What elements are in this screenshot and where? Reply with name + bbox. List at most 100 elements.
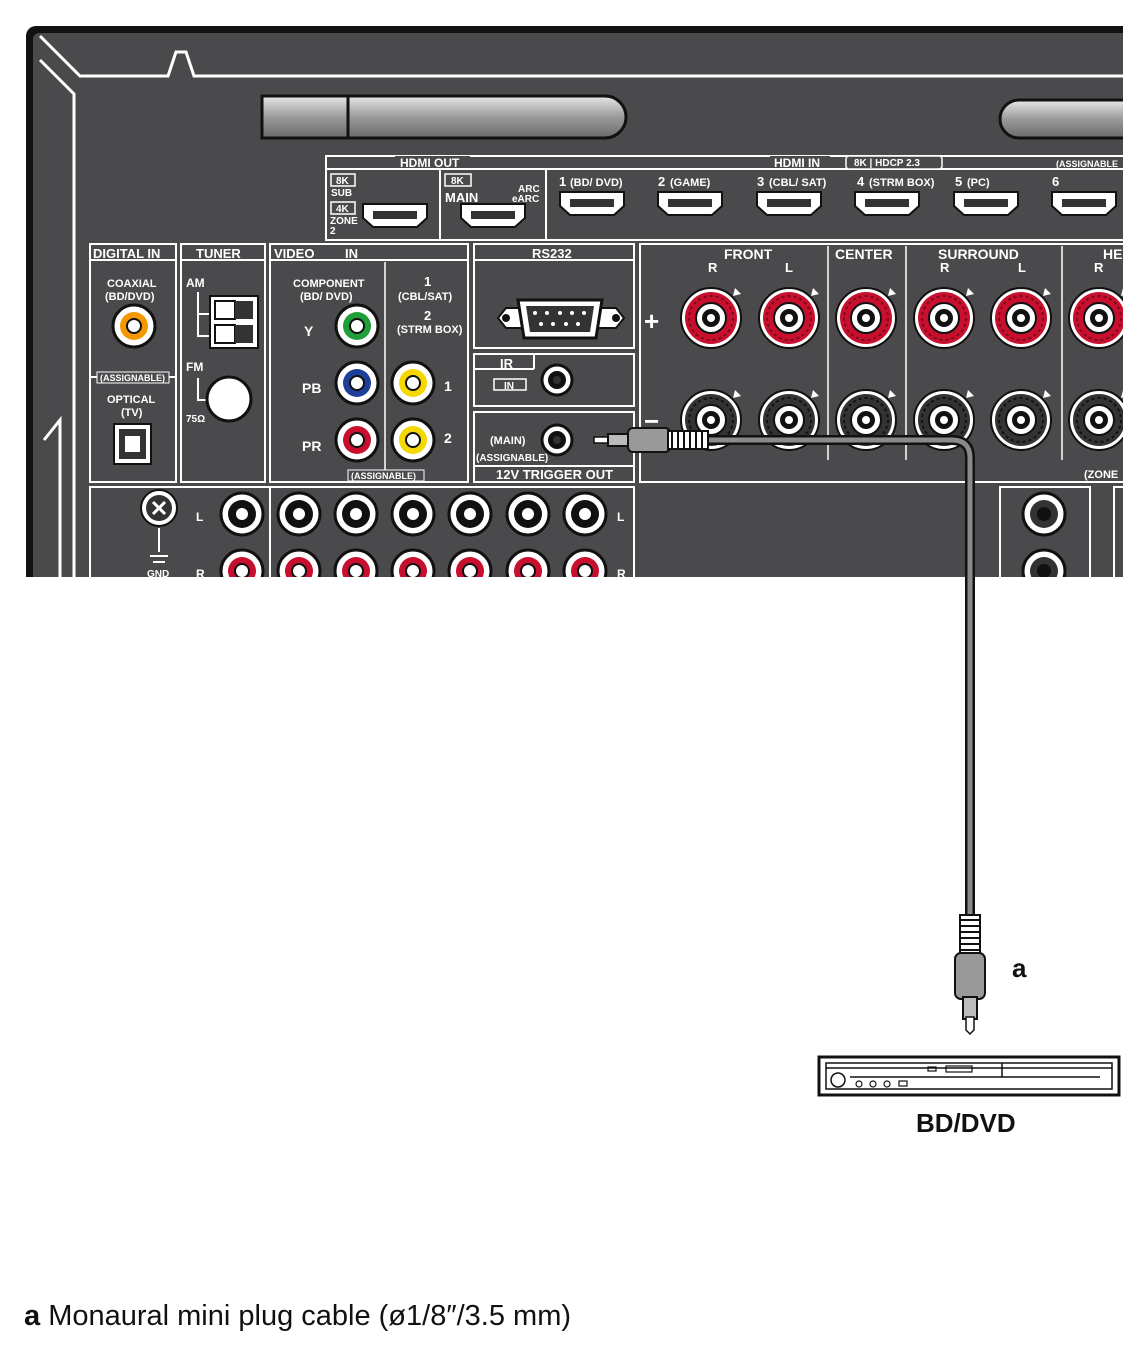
speaker-section: FRONT R L CENTER SURROUND R L HE R + − (…	[639, 243, 1129, 483]
audio-l-label-right: L	[617, 510, 624, 524]
audio-in-l-jack[interactable]	[276, 491, 322, 537]
hdmi-in-2[interactable]: 2 (GAME)	[657, 174, 723, 216]
height-r-minus-terminal[interactable]	[1068, 389, 1129, 451]
surround-r-plus-terminal[interactable]	[913, 287, 975, 349]
center-plus-terminal[interactable]	[835, 287, 897, 349]
optical-jack[interactable]	[113, 423, 152, 465]
audio-in-l-jack[interactable]	[562, 491, 608, 537]
am-label: AM	[186, 276, 205, 290]
video-assignable-tag: (ASSIGNABLE)	[351, 471, 416, 481]
composite-video-1-jack[interactable]	[390, 360, 436, 406]
svg-text:(PC): (PC)	[967, 177, 990, 189]
audio-in-l-jack[interactable]	[447, 491, 493, 537]
height-r-plus-terminal[interactable]	[1068, 287, 1129, 349]
component-y-jack[interactable]	[334, 303, 380, 349]
hdmi-in-3[interactable]: 3 (CBL/ SAT)	[756, 174, 827, 216]
ir-in-jack[interactable]	[540, 363, 574, 397]
zone-tag: (ZONE	[1084, 469, 1118, 481]
hdmi-in-6[interactable]: 6	[1051, 174, 1117, 216]
audio-in-r-jack[interactable]	[562, 548, 608, 592]
rs232-port[interactable]	[496, 298, 626, 340]
svg-text:(CBL/ SAT): (CBL/ SAT)	[769, 177, 827, 189]
video-label: VIDEO	[274, 246, 314, 261]
rs232-label: RS232	[532, 246, 572, 261]
earc-label: eARC	[512, 194, 539, 205]
hdmi-in-label: HDMI IN	[774, 156, 820, 170]
ir-in-label: IN	[504, 381, 514, 392]
trigger-assignable-label: (ASSIGNABLE)	[476, 453, 548, 464]
front-l-plus-terminal[interactable]	[758, 287, 820, 349]
svg-text:3: 3	[757, 174, 764, 189]
audio-in-section: GND L R L R	[89, 486, 1123, 592]
digital-assignable-tag: (ASSIGNABLE)	[100, 373, 165, 383]
main-label: MAIN	[445, 190, 478, 205]
audio-in-r-jack[interactable]	[219, 548, 265, 592]
pb-label: PB	[302, 380, 321, 396]
device-label: BD/DVD	[916, 1108, 1016, 1138]
surround-l-plus-terminal[interactable]	[990, 287, 1052, 349]
svg-text:(GAME): (GAME)	[670, 177, 711, 189]
surround-l-minus-terminal[interactable]	[990, 389, 1052, 451]
audio-in-l-jack[interactable]	[219, 491, 265, 537]
tuner-label: TUNER	[196, 246, 241, 261]
zone-label: ZONE	[330, 216, 358, 227]
svg-text:(BD/ DVD): (BD/ DVD)	[570, 177, 623, 189]
fm-label: FM	[186, 360, 203, 374]
ir-label: IR	[500, 356, 514, 371]
plus-label: +	[644, 306, 659, 336]
tuner-section: TUNER AM FM 75Ω	[180, 243, 266, 483]
digital-in-section: DIGITAL IN COAXIAL (BD/DVD) (ASSIGNABLE)…	[89, 243, 177, 483]
zone-4k-badge: 4K	[336, 204, 350, 215]
audio-in-r-jack[interactable]	[390, 548, 436, 592]
audio-in-l-jack[interactable]	[333, 491, 379, 537]
coaxial-jack[interactable]	[111, 303, 157, 349]
audio-in-l-jack[interactable]	[505, 491, 551, 537]
audio-in-l-jack[interactable]	[390, 491, 436, 537]
wireless-antenna-right	[998, 98, 1123, 140]
gnd-label: GND	[147, 569, 169, 580]
center-label: CENTER	[835, 246, 893, 262]
audio-in-r-jack[interactable]	[276, 548, 322, 592]
sub-8k-badge: 8K	[336, 176, 350, 187]
hdmi-in-1[interactable]: 1 (BD/ DVD)	[559, 174, 625, 216]
audio-r-label: R	[196, 567, 205, 581]
hdcp-badge: 8K | HDCP 2.3	[854, 158, 920, 169]
arc-label: ARC	[518, 184, 540, 195]
composite-video-2-jack[interactable]	[390, 417, 436, 463]
hdmi-out-main-port[interactable]	[460, 203, 526, 228]
height-r-label: R	[1094, 260, 1104, 275]
am-antenna-terminal[interactable]	[209, 295, 259, 349]
gnd-screw[interactable]	[140, 489, 178, 527]
component-pb-jack[interactable]	[334, 360, 380, 406]
caption: a Monaural mini plug cable (ø1/8″/3.5 mm…	[24, 1300, 571, 1333]
hdmi-assignable-label: (ASSIGNABLE	[1056, 159, 1118, 169]
audio-in-r-jack[interactable]	[505, 548, 551, 592]
preout-jack[interactable]	[1021, 548, 1067, 592]
component-label: COMPONENT	[293, 278, 365, 290]
hdmi-in-4[interactable]: 4 (STRM BOX)	[854, 174, 935, 216]
fm-antenna-jack[interactable]	[205, 375, 253, 423]
preout-jack[interactable]	[1021, 491, 1067, 537]
hdmi-section: HDMI OUT HDMI IN 8K | HDCP 2.3 (ASSIGNAB…	[325, 155, 1123, 241]
audio-r-label-right: R	[617, 567, 626, 581]
hdmi-in-5[interactable]: 5 (PC)	[953, 174, 1019, 216]
surround-label: SURROUND	[938, 246, 1019, 262]
main-8k-badge: 8K	[451, 176, 465, 187]
component-pr-jack[interactable]	[334, 417, 380, 463]
svg-text:5: 5	[955, 174, 962, 189]
caption-text: Monaural mini plug cable (ø1/8″/3.5 mm)	[40, 1300, 572, 1332]
mini-plug-cable	[593, 427, 986, 1036]
video-2-number: 2	[424, 308, 431, 323]
front-r-label: R	[708, 260, 718, 275]
front-r-plus-terminal[interactable]	[680, 287, 742, 349]
audio-in-r-jack[interactable]	[447, 548, 493, 592]
trigger-out-label: 12V TRIGGER OUT	[496, 467, 613, 482]
audio-l-label: L	[196, 510, 203, 524]
digital-in-label: DIGITAL IN	[93, 246, 160, 261]
trigger-out-jack[interactable]	[540, 423, 574, 457]
hdmi-out-sub-port[interactable]	[362, 203, 428, 228]
svg-text:2: 2	[658, 174, 665, 189]
audio-in-r-jack[interactable]	[333, 548, 379, 592]
zone-number: 2	[330, 226, 336, 237]
surround-r-label: R	[940, 260, 950, 275]
